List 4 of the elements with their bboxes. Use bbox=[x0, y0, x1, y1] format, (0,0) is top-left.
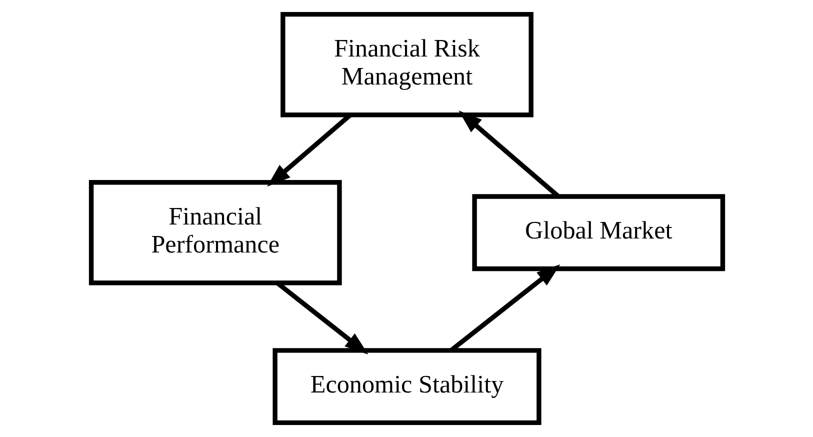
node-box: Financial Risk Management bbox=[280, 12, 533, 118]
node-box: Financial Performance bbox=[88, 180, 342, 286]
node-box: Economic Stability bbox=[272, 348, 541, 426]
node-box: Global Market bbox=[472, 194, 725, 272]
